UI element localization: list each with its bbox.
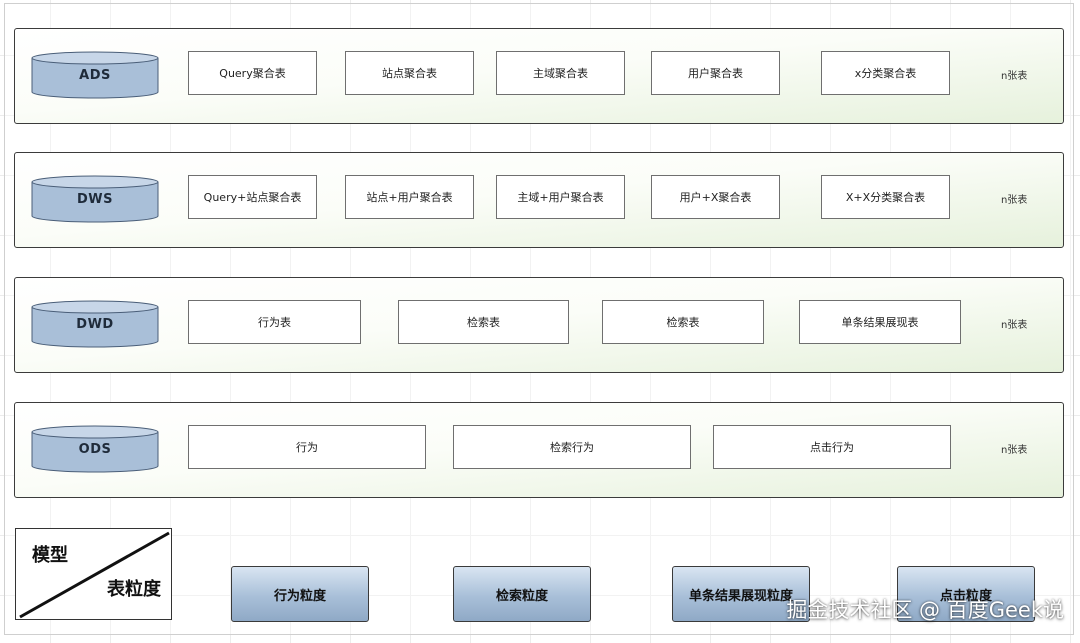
corner-granularity-label: 表粒度 (107, 579, 161, 600)
table-box: X+X分类聚合表 (821, 175, 950, 219)
granularity-box-search: 检索粒度 (453, 566, 591, 622)
watermark-text: 掘金技术社区 @ 百度Geek说 (786, 598, 1064, 622)
table-box: 检索表 (602, 300, 764, 344)
table-box: x分类聚合表 (821, 51, 950, 95)
table-count-label: n张表 (1001, 195, 1028, 206)
layer-dwd: DWD 行为表 检索表 检索表 单条结果展现表 n张表 (14, 277, 1064, 373)
table-box: 站点+用户聚合表 (345, 175, 474, 219)
table-box: Query+站点聚合表 (188, 175, 317, 219)
database-icon-dws: DWS (31, 175, 159, 223)
database-icon-ads: ADS (31, 51, 159, 99)
layer-name: ODS (78, 442, 112, 457)
table-box: 检索表 (398, 300, 569, 344)
table-count-label: n张表 (1001, 445, 1028, 456)
table-box: 行为 (188, 425, 426, 469)
table-box: 用户聚合表 (651, 51, 780, 95)
database-icon-ods: ODS (31, 425, 159, 473)
layer-dws: DWS Query+站点聚合表 站点+用户聚合表 主域+用户聚合表 用户+X聚合… (14, 152, 1064, 248)
table-box: 主域聚合表 (496, 51, 625, 95)
table-box: 行为表 (188, 300, 361, 344)
header-corner-cell: 模型 表粒度 (15, 528, 172, 620)
table-box: 检索行为 (453, 425, 691, 469)
layer-name: DWD (76, 317, 114, 332)
table-box: 点击行为 (713, 425, 951, 469)
database-icon-dwd: DWD (31, 300, 159, 348)
table-count-label: n张表 (1001, 71, 1028, 82)
table-box: 用户+X聚合表 (651, 175, 780, 219)
table-box: 主域+用户聚合表 (496, 175, 625, 219)
layer-ods: ODS 行为 检索行为 点击行为 n张表 (14, 402, 1064, 498)
layer-ads: ADS Query聚合表 站点聚合表 主域聚合表 用户聚合表 x分类聚合表 n张… (14, 28, 1064, 124)
granularity-box-result-display: 单条结果展现粒度 (672, 566, 810, 622)
table-box: Query聚合表 (188, 51, 317, 95)
table-box: 站点聚合表 (345, 51, 474, 95)
layer-name: DWS (77, 192, 113, 207)
granularity-box-behavior: 行为粒度 (231, 566, 369, 622)
granularity-box-click: 点击粒度 (897, 566, 1035, 622)
table-count-label: n张表 (1001, 320, 1028, 331)
table-box: 单条结果展现表 (799, 300, 961, 344)
corner-model-label: 模型 (32, 545, 68, 566)
layer-name: ADS (79, 68, 111, 83)
